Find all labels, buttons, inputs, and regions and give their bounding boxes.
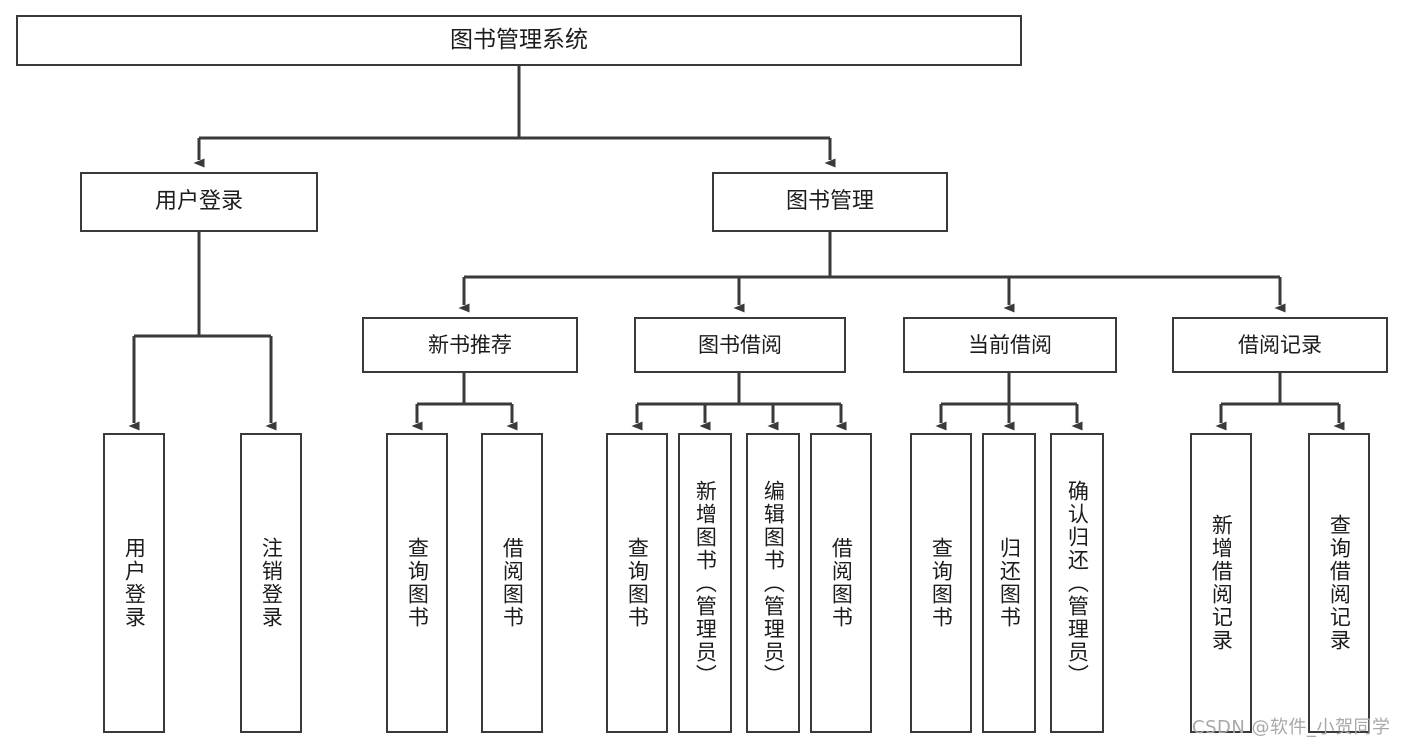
node-label: 新增图书（管理员） bbox=[693, 479, 718, 687]
node-label: 图书管理 bbox=[785, 189, 874, 215]
leaf-query-book-borrow[interactable]: 查询图书 bbox=[606, 433, 668, 733]
node-label: 确认归还（管理员） bbox=[1065, 479, 1090, 687]
node-label: 归还图书 bbox=[997, 537, 1022, 629]
node-label: 编辑图书（管理员） bbox=[761, 479, 786, 687]
leaf-edit-book-admin[interactable]: 编辑图书（管理员） bbox=[746, 433, 800, 733]
watermark: CSDN @软件_小贺同学 bbox=[1192, 717, 1391, 738]
node-book-borrow[interactable]: 图书借阅 bbox=[634, 317, 846, 373]
leaf-query-borrow-record[interactable]: 查询借阅记录 bbox=[1308, 433, 1370, 733]
leaf-add-borrow-record[interactable]: 新增借阅记录 bbox=[1190, 433, 1252, 733]
leaf-return-book[interactable]: 归还图书 bbox=[982, 433, 1036, 733]
node-label: 图书借阅 bbox=[698, 332, 782, 357]
node-label: 查询借阅记录 bbox=[1327, 514, 1352, 652]
leaf-borrow-book[interactable]: 借阅图书 bbox=[810, 433, 872, 733]
node-label: 查询图书 bbox=[405, 537, 430, 629]
leaf-borrow-book-recommend[interactable]: 借阅图书 bbox=[481, 433, 543, 733]
node-current-borrow[interactable]: 当前借阅 bbox=[903, 317, 1117, 373]
node-label: 用户登录 bbox=[154, 189, 243, 215]
node-label: 查询图书 bbox=[625, 537, 650, 629]
node-label: 借阅记录 bbox=[1238, 332, 1322, 357]
node-label: 用户登录 bbox=[122, 537, 147, 629]
node-label: 当前借阅 bbox=[968, 332, 1052, 357]
leaf-logout[interactable]: 注销登录 bbox=[240, 433, 302, 733]
node-borrow-record[interactable]: 借阅记录 bbox=[1172, 317, 1388, 373]
node-label: 查询图书 bbox=[929, 537, 954, 629]
node-book-management[interactable]: 图书管理 bbox=[712, 172, 948, 232]
node-root-system[interactable]: 图书管理系统 bbox=[16, 15, 1022, 66]
leaf-query-book-recommend[interactable]: 查询图书 bbox=[386, 433, 448, 733]
leaf-query-book-current[interactable]: 查询图书 bbox=[910, 433, 972, 733]
node-user-login[interactable]: 用户登录 bbox=[80, 172, 318, 232]
node-label: 新增借阅记录 bbox=[1209, 514, 1234, 652]
leaf-user-login[interactable]: 用户登录 bbox=[103, 433, 165, 733]
node-label: 注销登录 bbox=[259, 537, 284, 629]
node-new-book-recommend[interactable]: 新书推荐 bbox=[362, 317, 578, 373]
leaf-confirm-return-admin[interactable]: 确认归还（管理员） bbox=[1050, 433, 1104, 733]
node-label: 借阅图书 bbox=[829, 537, 854, 629]
leaf-add-book-admin[interactable]: 新增图书（管理员） bbox=[678, 433, 732, 733]
node-label: 新书推荐 bbox=[428, 332, 512, 357]
node-label: 借阅图书 bbox=[500, 537, 525, 629]
node-label: 图书管理系统 bbox=[450, 26, 588, 53]
